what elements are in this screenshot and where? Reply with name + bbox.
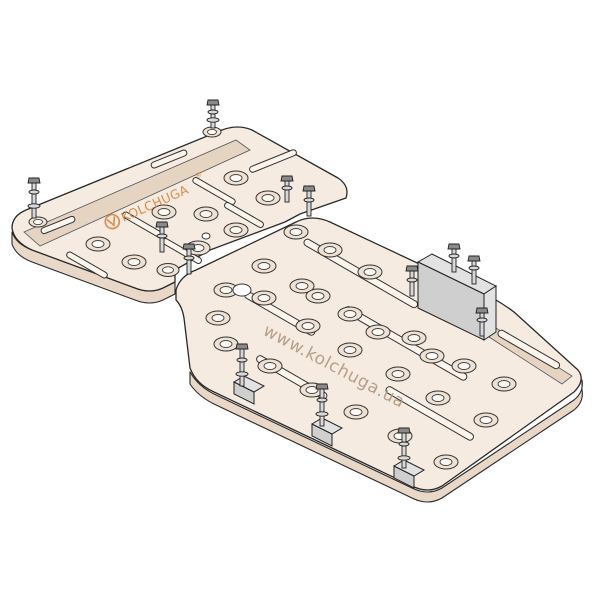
logo-emblem-icon (104, 213, 121, 230)
dimple-grid (205, 224, 517, 470)
bolt-icon (27, 99, 489, 469)
front-plate: www.kolchuga.ua (175, 217, 583, 503)
registered-mark: ® (194, 170, 204, 180)
bracket-icon (232, 253, 497, 489)
rear-plate: KOLCHUGA ® (11, 126, 348, 304)
